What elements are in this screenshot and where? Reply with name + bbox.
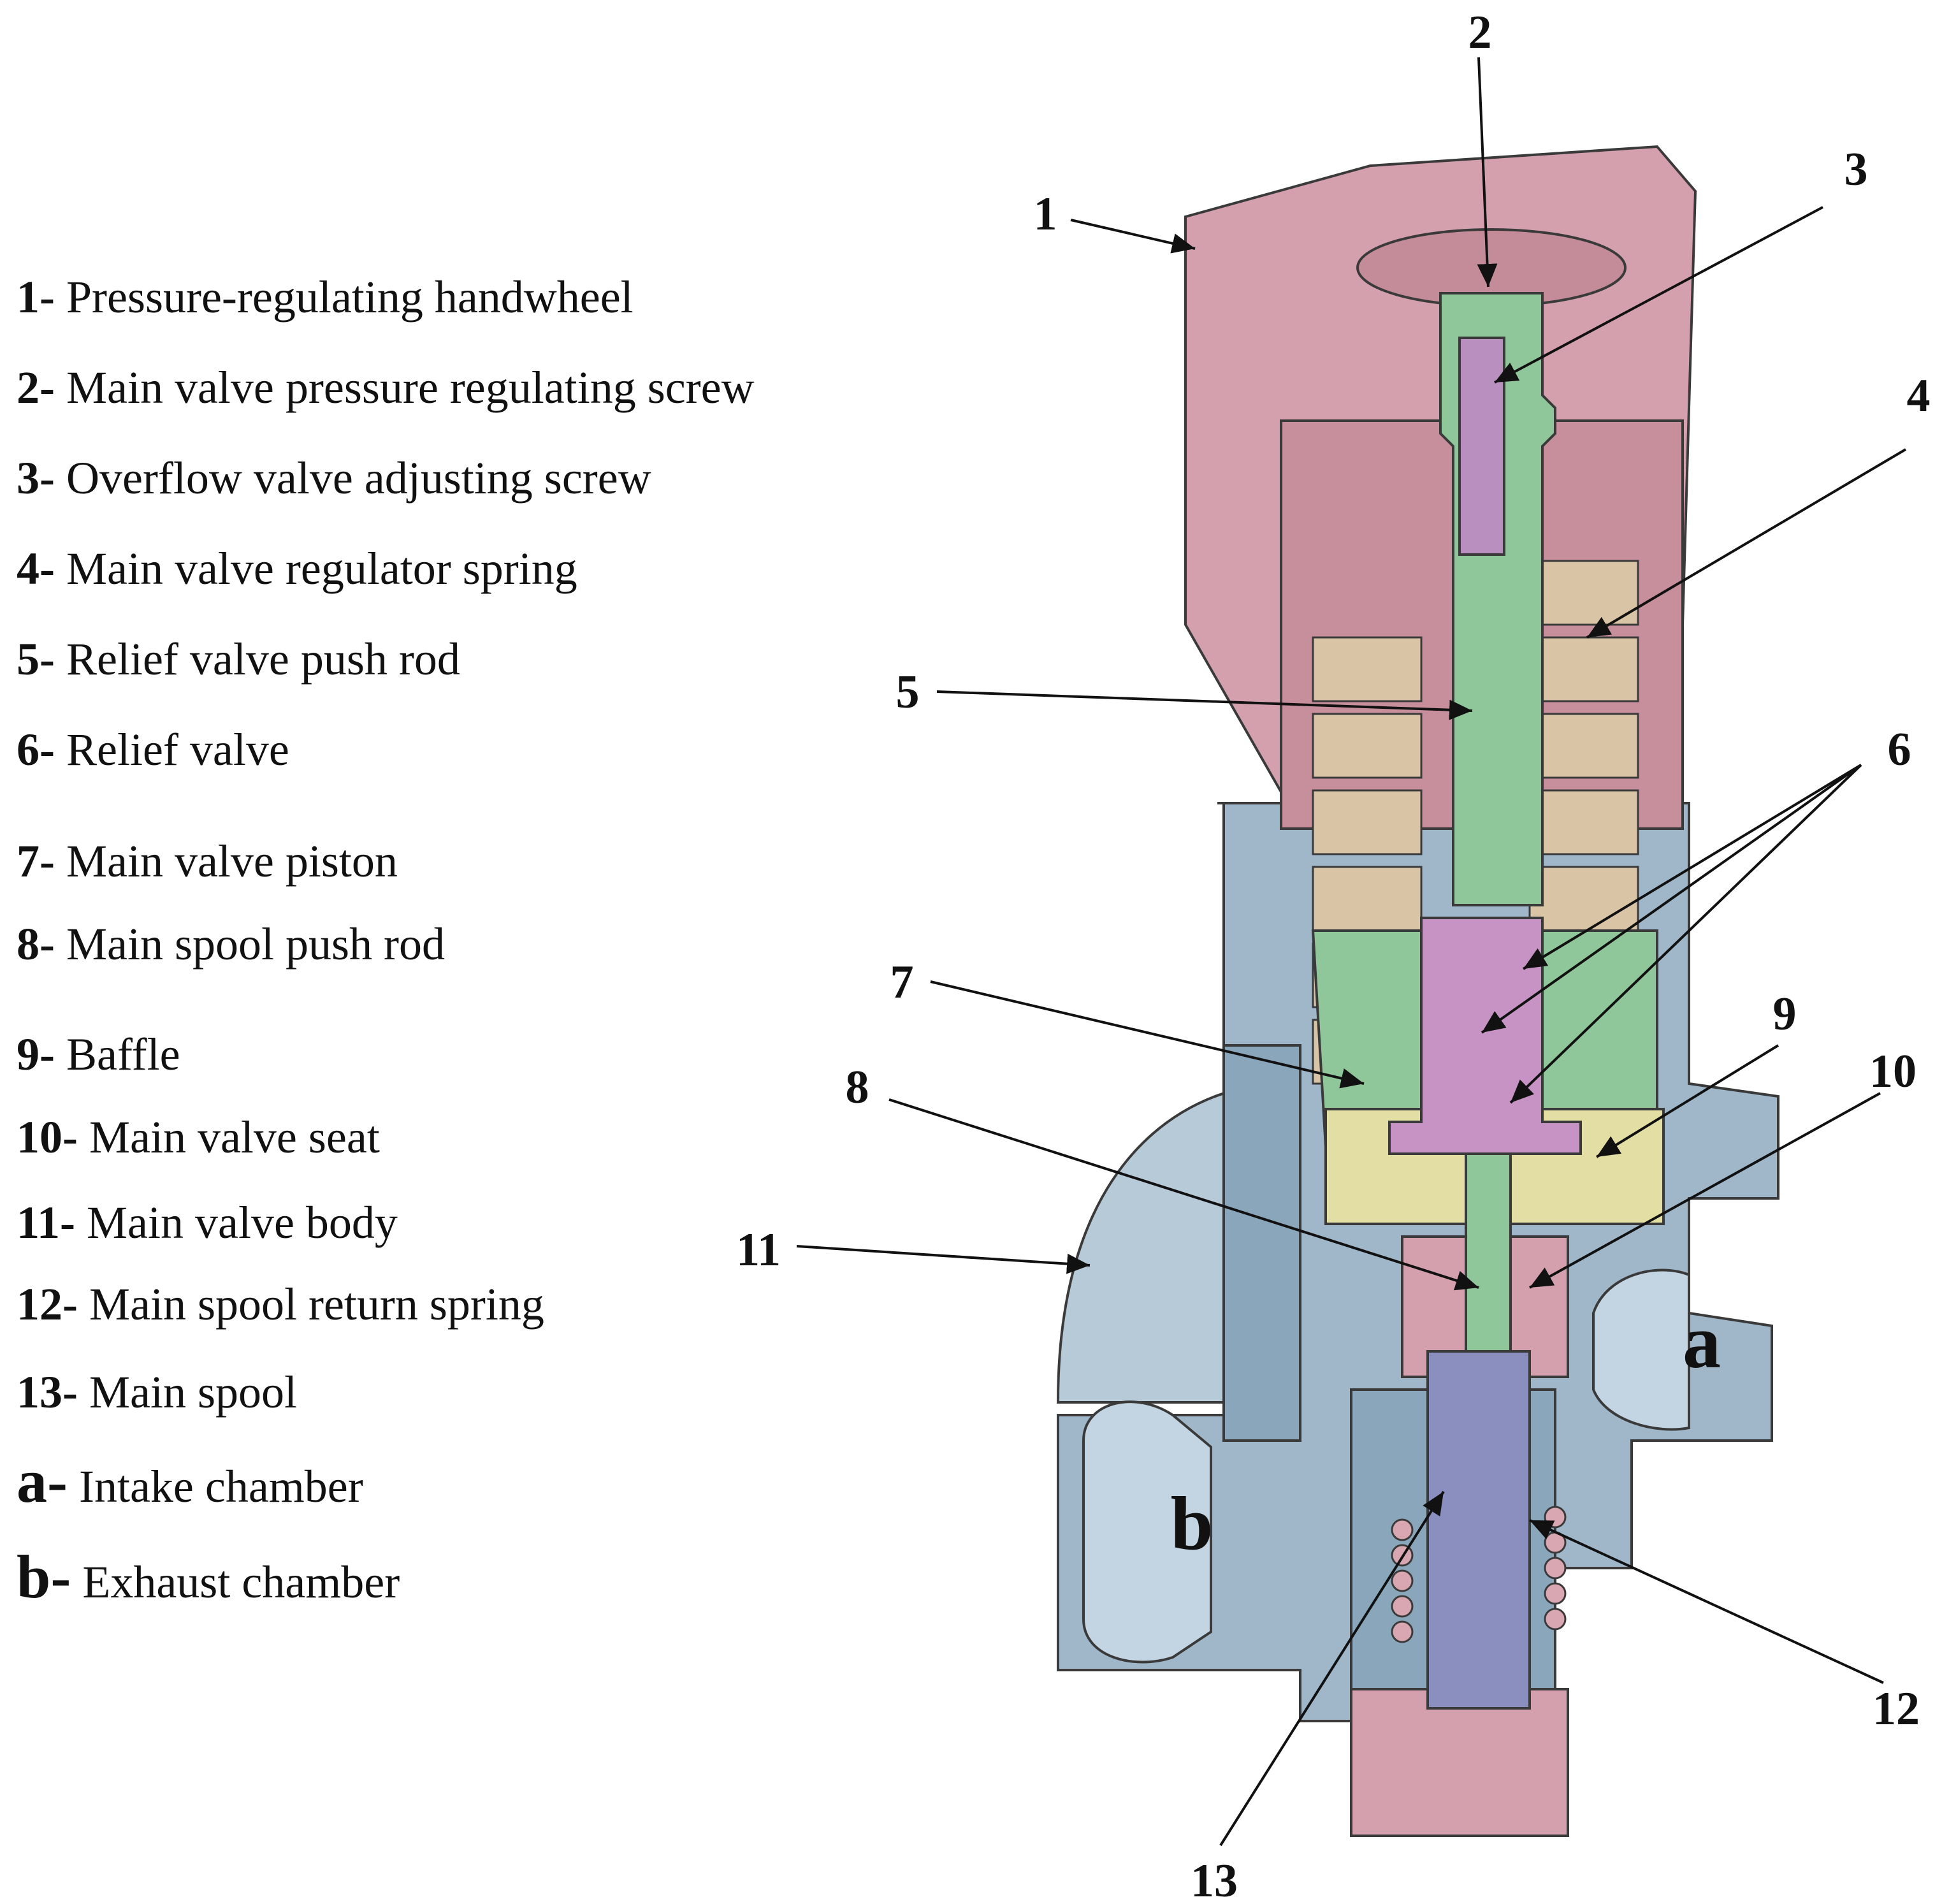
legend-item-12: 12- Main spool return spring	[17, 1279, 544, 1330]
legend-item-13: 13- Main spool	[17, 1367, 297, 1418]
legend-item-9: 9- Baffle	[17, 1029, 180, 1080]
leader-9	[1595, 1044, 1779, 1158]
legend-item-1: 1- Pressure-regulating handwheel	[17, 272, 634, 323]
leader-5	[936, 690, 1473, 720]
callout-2: 2	[1468, 6, 1492, 59]
callout-3: 3	[1844, 143, 1868, 196]
leader-3	[1494, 206, 1823, 384]
leader-11	[796, 1245, 1091, 1274]
callout-4: 4	[1907, 370, 1931, 422]
leader-13	[1219, 1490, 1445, 1847]
legend-item-6: 6- Relief valve	[17, 724, 289, 775]
callout-1: 1	[1034, 188, 1057, 240]
callout-10: 10	[1869, 1045, 1917, 1098]
leader-1	[1070, 219, 1196, 254]
legend-item-10: 10- Main valve seat	[17, 1112, 380, 1163]
leader-2	[1477, 57, 1498, 287]
leader-10	[1529, 1092, 1881, 1289]
leader-4	[1586, 448, 1907, 639]
leader-6c	[1509, 764, 1862, 1104]
callout-a-intake-chamber: a	[1683, 1299, 1721, 1384]
callout-b-exhaust-chamber: b	[1171, 1481, 1214, 1566]
leader-8	[888, 1098, 1479, 1291]
legend-item-8: 8- Main spool push rod	[17, 919, 445, 970]
legend-item-a: a- Intake chamber	[17, 1447, 363, 1515]
callout-5: 5	[896, 666, 920, 718]
legend-item-b: b- Exhaust chamber	[17, 1543, 400, 1611]
callout-8: 8	[846, 1061, 869, 1114]
leader-6b	[1481, 764, 1862, 1034]
leader-6a	[1522, 764, 1862, 970]
legend-item-7: 7- Main valve piston	[17, 836, 398, 887]
callout-7: 7	[890, 956, 914, 1008]
legend-item-5: 5- Relief valve push rod	[17, 634, 460, 685]
callout-labels: 1 2 3 4 5 6 7 8 9 10 11 12 13 a b	[736, 6, 1930, 1904]
legend-item-3: 3- Overflow valve adjusting screw	[17, 453, 651, 504]
callout-6: 6	[1888, 723, 1911, 776]
leader-7	[930, 980, 1365, 1089]
callout-9: 9	[1773, 988, 1797, 1040]
legend-item-2: 2- Main valve pressure regulating screw	[17, 362, 755, 413]
main-spool	[1426, 1350, 1531, 1710]
callout-13: 13	[1191, 1855, 1238, 1904]
callout-12: 12	[1873, 1683, 1920, 1735]
callout-11: 11	[736, 1224, 781, 1276]
leader-lines	[796, 57, 1907, 1847]
legend-item-11: 11- Main valve body	[17, 1197, 398, 1248]
leader-12	[1529, 1519, 1884, 1684]
legend-item-4: 4- Main valve regulator spring	[17, 543, 577, 594]
